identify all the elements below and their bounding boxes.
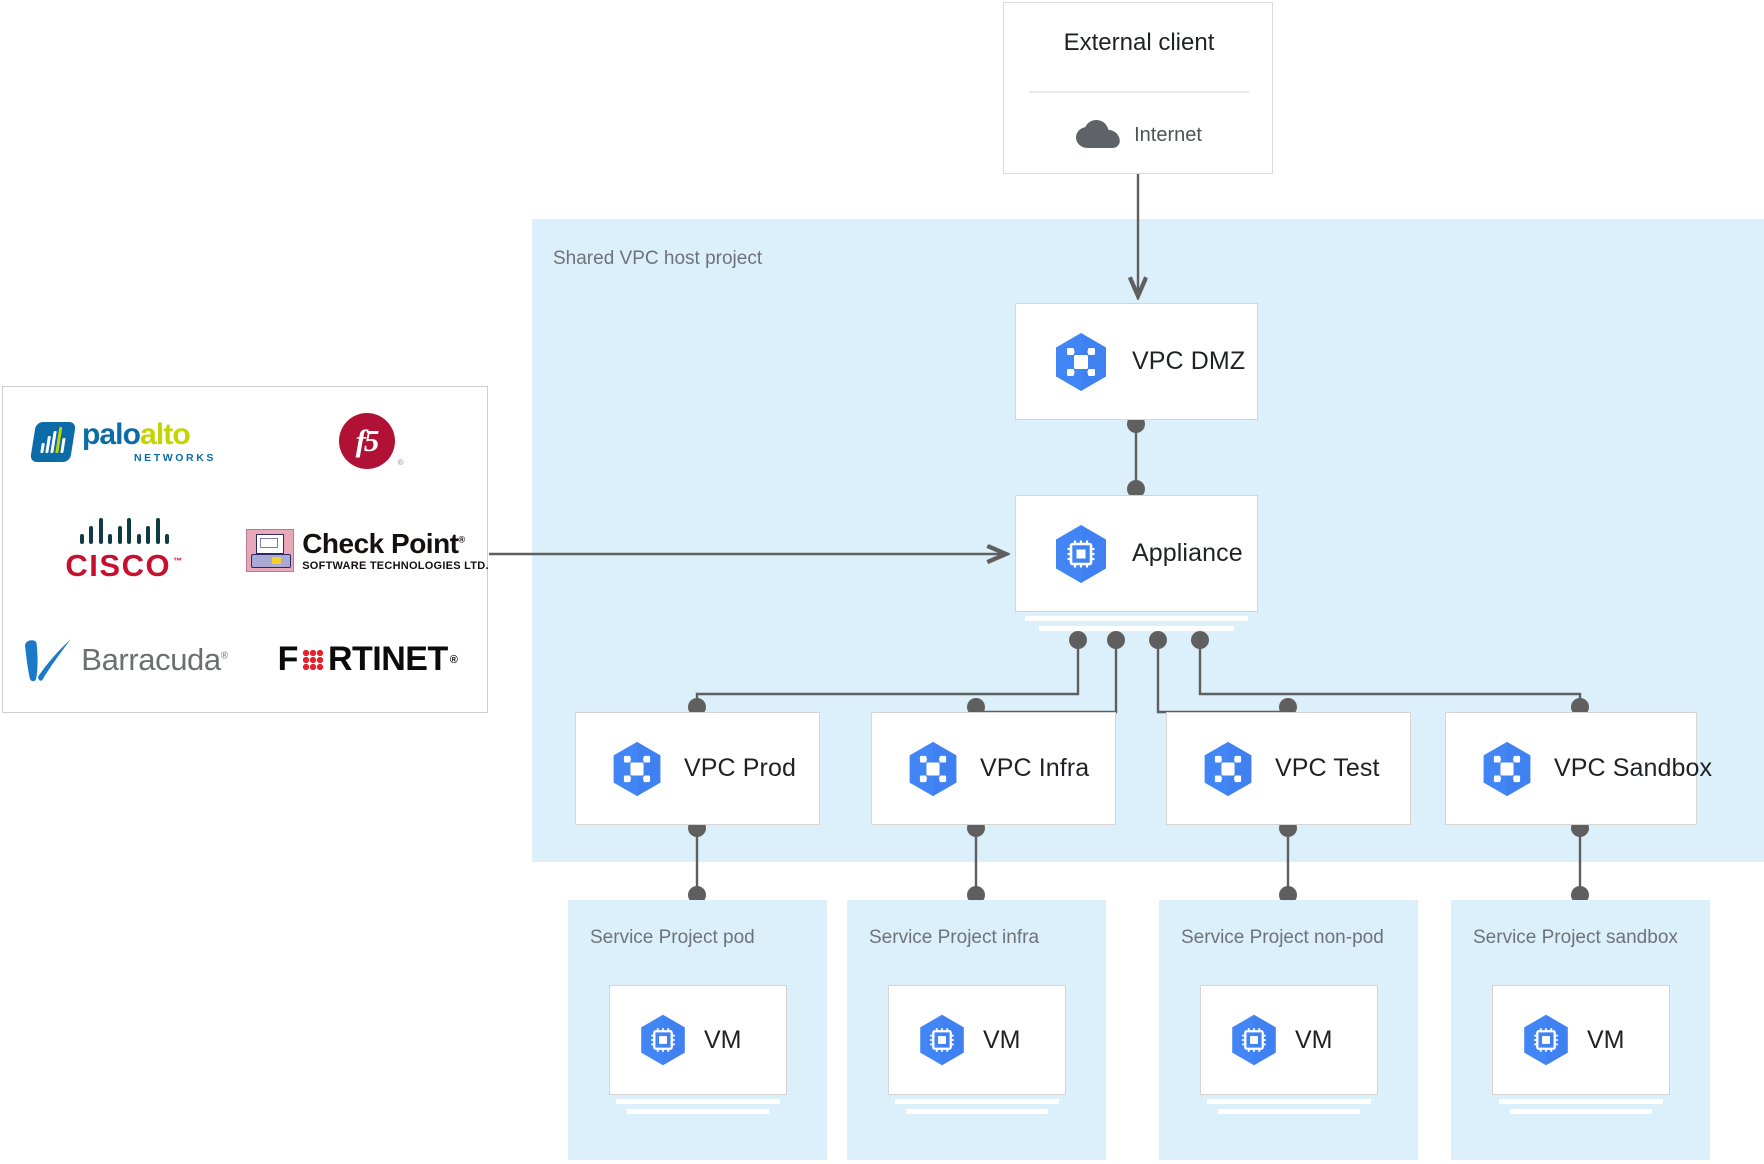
internet-label: Internet (1134, 123, 1202, 146)
paloalto-word-1: palo (81, 417, 141, 451)
paloalto-logo-icon (29, 421, 77, 462)
vendor-checkpoint[interactable]: Check Point® SOFTWARE TECHNOLOGIES LTD. (246, 496, 489, 605)
compute-vm-icon (1519, 1013, 1573, 1067)
node-vpc-prod-label: VPC Prod (684, 754, 796, 782)
appliance-stack-decoration (1015, 616, 1258, 636)
vendor-paloalto[interactable]: paloalto NETWORKS (3, 387, 246, 496)
vm-card-pod-label: VM (704, 1025, 742, 1054)
node-appliance[interactable]: Appliance (1015, 495, 1258, 612)
service-project-sandbox-title: Service Project sandbox (1473, 927, 1678, 948)
service-project-pod-title: Service Project pod (590, 927, 755, 948)
node-vpc-prod[interactable]: VPC Prod (575, 712, 820, 825)
service-project-non-pod: Service Project non-pod VM (1159, 900, 1418, 1160)
node-vpc-test[interactable]: VPC Test (1166, 712, 1411, 825)
vendor-barracuda[interactable]: Barracuda® (3, 605, 246, 714)
vm-card-non-pod-label: VM (1295, 1025, 1333, 1054)
node-vpc-dmz-label: VPC DMZ (1132, 347, 1246, 375)
barracuda-logo-icon (21, 637, 73, 683)
external-client-card: External client Internet (1003, 2, 1273, 174)
vpc-network-icon (1050, 331, 1112, 393)
vpc-network-icon (904, 740, 962, 798)
service-project-non-pod-title: Service Project non-pod (1181, 927, 1384, 948)
shared-vpc-host-label: Shared VPC host project (553, 248, 763, 269)
cisco-wordmark: CISCO (65, 547, 172, 583)
vm-stack-decoration-non-pod (1200, 1099, 1378, 1119)
f5-wordmark: f5 (355, 422, 380, 458)
node-vpc-sandbox[interactable]: VPC Sandbox (1445, 712, 1712, 825)
external-client-divider (1029, 91, 1249, 93)
checkpoint-subtitle: SOFTWARE TECHNOLOGIES LTD. (302, 559, 489, 572)
barracuda-wordmark: Barracuda (81, 641, 221, 677)
vpc-network-icon (608, 740, 666, 798)
node-appliance-label: Appliance (1132, 539, 1243, 567)
node-vpc-dmz[interactable]: VPC DMZ (1015, 303, 1258, 420)
vm-card-sandbox[interactable]: VM (1492, 985, 1670, 1095)
fortinet-word-2: RTINET (327, 640, 448, 678)
cloud-icon (1076, 120, 1120, 150)
vm-card-non-pod[interactable]: VM (1200, 985, 1378, 1095)
paloalto-subtitle: NETWORKS (133, 451, 217, 464)
f5-registered-mark: ® (397, 457, 404, 467)
compute-vm-icon (1227, 1013, 1281, 1067)
paloalto-word-2: alto (140, 417, 191, 451)
cisco-logo-icon (79, 517, 170, 544)
node-vpc-test-label: VPC Test (1275, 754, 1380, 782)
compute-vm-icon (915, 1013, 969, 1067)
compute-vm-icon (636, 1013, 690, 1067)
vendor-logo-grid: paloalto NETWORKS f5 ® (3, 387, 489, 714)
appliance-chip-icon (1050, 523, 1112, 585)
vm-stack-decoration-sandbox (1492, 1099, 1670, 1119)
vm-card-pod[interactable]: VM (609, 985, 787, 1095)
checkpoint-wordmark: Check Point (302, 527, 459, 559)
fortinet-dot-o (298, 645, 327, 674)
vpc-network-icon (1478, 740, 1536, 798)
node-vpc-infra-label: VPC Infra (980, 754, 1090, 782)
vendor-appliances-panel: paloalto NETWORKS f5 ® (2, 386, 489, 714)
vm-stack-decoration-infra (888, 1099, 1066, 1119)
checkpoint-logo-icon (246, 529, 295, 572)
service-project-infra-title: Service Project infra (869, 927, 1040, 948)
node-vpc-sandbox-label: VPC Sandbox (1554, 754, 1713, 782)
vpc-network-icon (1199, 740, 1257, 798)
vendor-f5[interactable]: f5 ® (246, 387, 489, 496)
vm-card-infra-label: VM (983, 1025, 1021, 1054)
vm-card-infra[interactable]: VM (888, 985, 1066, 1095)
node-vpc-infra[interactable]: VPC Infra (871, 712, 1116, 825)
external-client-title: External client (1063, 29, 1215, 56)
service-project-pod: Service Project pod VM (568, 900, 827, 1160)
f5-logo-icon: f5 ® (338, 412, 404, 471)
service-project-infra: Service Project infra VM (847, 900, 1106, 1160)
fortinet-word-1: F (277, 640, 299, 678)
external-client-internet-row: Internet (1004, 113, 1274, 157)
vm-stack-decoration-pod (609, 1099, 787, 1119)
service-project-sandbox: Service Project sandbox VM (1451, 900, 1710, 1160)
vm-card-sandbox-label: VM (1587, 1025, 1625, 1054)
